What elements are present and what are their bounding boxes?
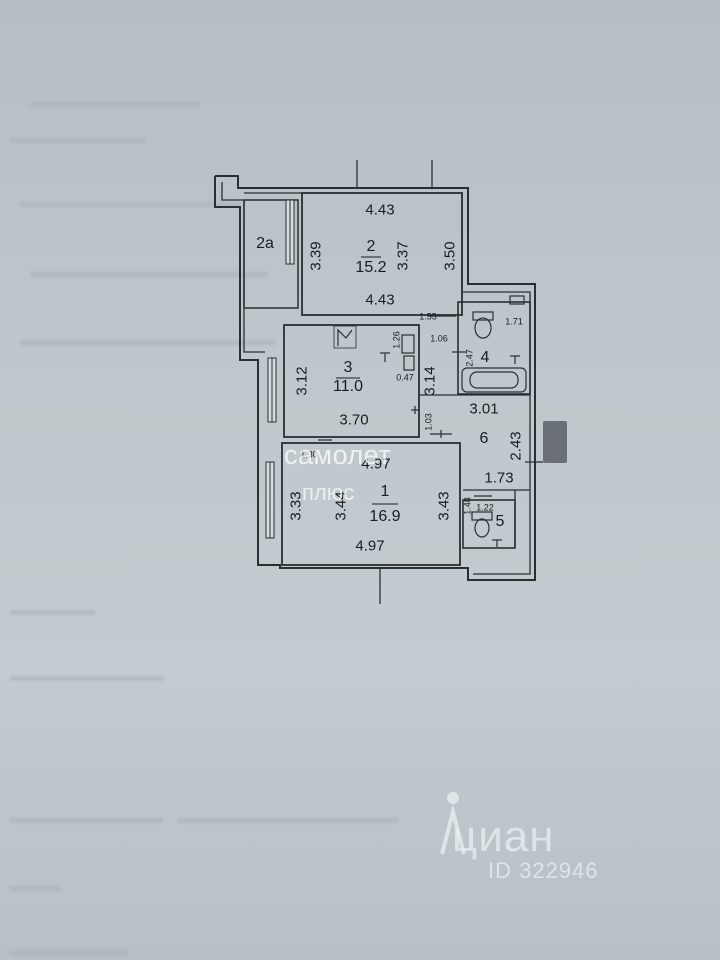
room-3-number: 3 <box>343 359 353 376</box>
ghost-text: ▬▬▬▬▬▬▬▬▬ ▬▬▬▬▬▬▬▬▬▬▬▬▬ <box>10 808 399 827</box>
room-2-left-dimension: 3.39 <box>307 241 325 271</box>
room-1-fraction-bar <box>372 503 398 505</box>
ghost-text: ▬▬▬▬▬▬▬ <box>10 940 129 959</box>
room-2-bottom-dimension: 4.43 <box>365 291 395 309</box>
cian-logo-icon <box>440 792 466 855</box>
kitchen-sink-dimension: 1.26 <box>391 331 402 349</box>
photo-tag-marker <box>543 421 567 463</box>
hall-width-dimension: 1.73 <box>484 469 514 487</box>
ghost-text: ▬▬▬▬▬▬▬▬ <box>10 128 146 147</box>
corridor-length-dimension: 3.01 <box>469 400 499 418</box>
fixtures <box>333 295 527 547</box>
room-3-right-dimension: 3.14 <box>421 366 439 396</box>
room-1-right-dimension: 3.43 <box>435 491 453 521</box>
room-3-bottom-dimension: 3.70 <box>339 411 369 429</box>
room-1-area: 16.9 <box>369 508 401 525</box>
listing-id-watermark: ID 322946 <box>488 858 599 883</box>
wc-width-dimension: 1.22 <box>476 502 494 513</box>
bathroom-width-dimension: 1.71 <box>505 316 523 327</box>
room-3-fraction-bar <box>336 377 360 379</box>
ghost-text: ▬▬▬▬▬▬▬▬▬▬ <box>30 92 200 111</box>
samolet-watermark: самолет <box>284 440 392 470</box>
ghost-text: ▬▬▬ <box>10 876 61 895</box>
corridor-top-dimension: 1.55 <box>419 311 437 322</box>
ghost-text: ▬▬▬▬▬▬▬▬▬▬▬▬▬ <box>20 192 241 211</box>
room-2-number: 2 <box>366 238 376 255</box>
walls <box>214 175 536 581</box>
axis-lines <box>356 160 433 604</box>
ghost-text: ▬▬▬▬▬▬▬▬▬▬▬▬▬▬▬ <box>20 330 275 349</box>
bathroom-depth-dimension: 2.47 <box>464 349 475 367</box>
kitchen-niche-dimension: 0.47 <box>396 372 414 383</box>
door-marks <box>318 315 543 497</box>
room-1-top-dimension: 4.97 <box>361 455 391 473</box>
room-1-bottom-dimension: 4.97 <box>355 537 385 555</box>
room-2-top-dimension: 4.43 <box>365 201 395 219</box>
wc-depth-dimension: 1.48 <box>462 497 473 515</box>
room-2a-label: 2а <box>256 235 274 252</box>
ghost-text: ▬▬▬▬▬▬▬▬▬ <box>10 666 163 685</box>
room-1-niche-dimension: 1.30 <box>300 449 318 460</box>
ghost-text: ▬▬▬▬▬ <box>10 600 95 619</box>
room-6-number: 6 <box>479 430 489 447</box>
room-5-number: 5 <box>495 513 505 530</box>
ghost-text: ▬▬▬▬▬▬▬▬▬▬▬▬▬▬ <box>30 262 268 281</box>
room-2-area: 15.2 <box>355 259 387 276</box>
room-1-number: 1 <box>380 483 390 500</box>
windows <box>265 199 295 539</box>
room-2-right-dimension: 3.50 <box>441 241 459 271</box>
room-3-left-dimension: 3.12 <box>293 366 311 396</box>
room-4-number: 4 <box>480 349 490 366</box>
corridor-narrow-dimension: 1.03 <box>423 413 434 431</box>
room-2-fraction-bar <box>361 256 381 258</box>
room-3-area: 11.0 <box>333 378 363 395</box>
cian-watermark: циан <box>452 812 555 861</box>
samolet-watermark-sub: плюс <box>302 480 355 505</box>
room-2-inner-dimension: 3.37 <box>394 241 412 271</box>
corridor-width-dimension: 1.06 <box>430 333 448 344</box>
hall-depth-dimension: 2.43 <box>507 431 525 461</box>
